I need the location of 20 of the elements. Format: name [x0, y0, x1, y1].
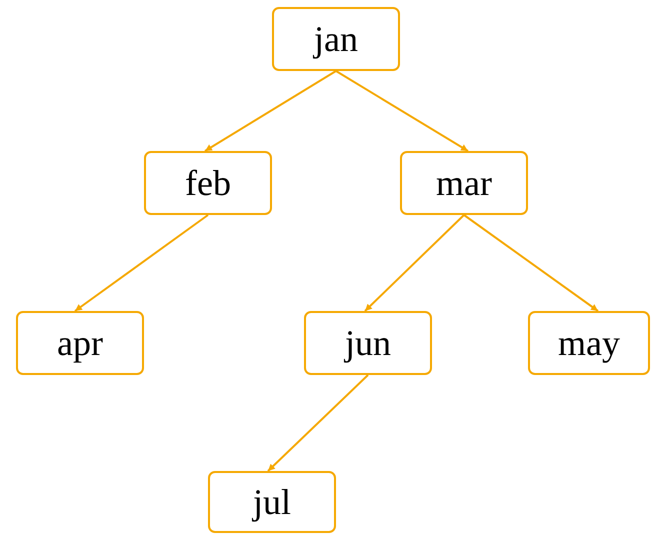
arrow: [364, 214, 465, 312]
month-box: [208, 471, 336, 533]
month-label: jun: [344, 322, 391, 364]
month-box: [304, 311, 432, 375]
month-label: mar: [436, 162, 492, 204]
month-label: may: [558, 322, 620, 364]
month-box: [272, 7, 400, 71]
month-box: [16, 311, 144, 375]
arrow: [204, 70, 337, 152]
month-box: [144, 151, 272, 215]
arrow: [335, 70, 469, 152]
arrow: [463, 214, 599, 312]
month-label: jan: [314, 18, 358, 60]
month-label: feb: [185, 162, 231, 204]
month-label: apr: [57, 322, 103, 364]
month-box: [528, 311, 650, 375]
arrow: [74, 214, 209, 312]
month-box: [400, 151, 528, 215]
month-label: jul: [252, 481, 291, 523]
arrow: [267, 374, 369, 472]
